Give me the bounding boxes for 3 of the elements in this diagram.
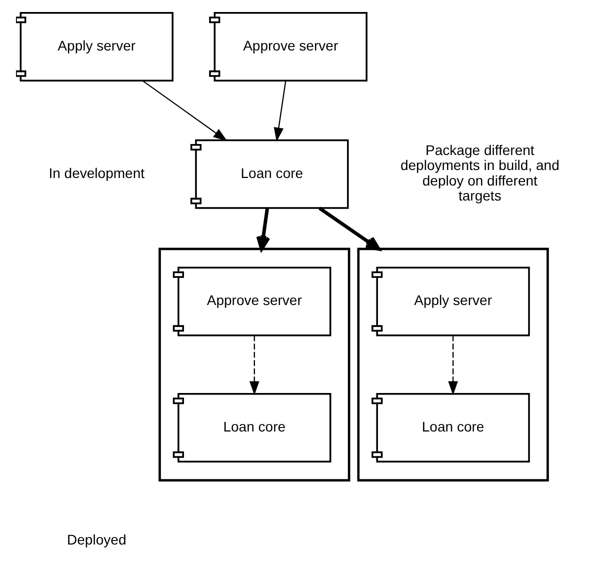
label: Package different deployments in build, and deploy on different targets	[400, 142, 560, 204]
label: In development	[48, 164, 145, 181]
label: Deployed	[67, 532, 126, 548]
